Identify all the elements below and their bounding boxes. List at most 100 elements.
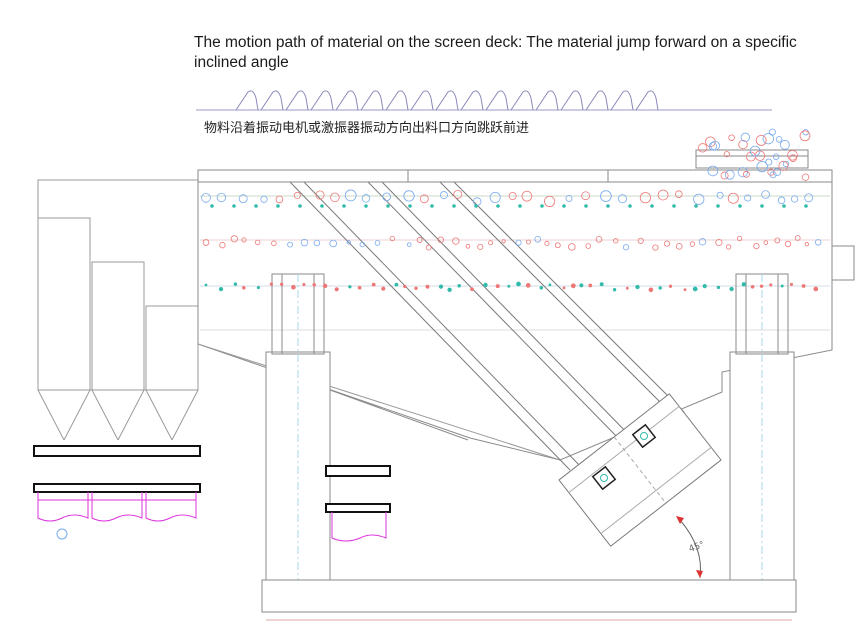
material-particles bbox=[201, 128, 822, 293]
material-particle bbox=[562, 204, 566, 208]
caption-english: The motion path of material on the scree… bbox=[194, 34, 797, 71]
material-particle bbox=[430, 204, 434, 208]
material-particle bbox=[769, 283, 773, 287]
material-particle bbox=[723, 151, 730, 158]
material-particle bbox=[599, 282, 604, 287]
feed-inlet bbox=[695, 149, 809, 169]
material-particle bbox=[472, 197, 482, 206]
support-legs bbox=[265, 273, 795, 581]
material-particle bbox=[201, 193, 211, 203]
material-particle bbox=[210, 204, 214, 208]
material-particle bbox=[425, 244, 432, 251]
material-particle bbox=[276, 204, 280, 208]
material-particle bbox=[804, 242, 809, 247]
material-particle bbox=[715, 238, 723, 247]
middle-outlet bbox=[325, 465, 391, 542]
material-particle bbox=[570, 283, 576, 289]
material-particle bbox=[639, 192, 651, 204]
vibration-motor bbox=[558, 393, 722, 547]
material-particle bbox=[741, 282, 746, 287]
material-particle bbox=[256, 286, 260, 290]
material-particle bbox=[635, 284, 640, 290]
material-particle bbox=[548, 283, 552, 287]
material-particle bbox=[698, 143, 708, 153]
material-particle bbox=[600, 190, 612, 202]
material-particle bbox=[495, 284, 500, 289]
material-particle bbox=[716, 191, 724, 199]
material-particle bbox=[756, 160, 768, 173]
material-particle bbox=[668, 284, 673, 288]
material-particle bbox=[772, 153, 780, 160]
material-particle bbox=[452, 237, 460, 245]
material-particle bbox=[789, 282, 794, 286]
material-particle bbox=[474, 204, 478, 208]
hood-box-1 bbox=[37, 217, 91, 391]
material-particle bbox=[554, 242, 561, 249]
material-particle bbox=[437, 236, 444, 243]
material-particle bbox=[595, 235, 603, 243]
material-particle bbox=[740, 132, 750, 142]
material-particle bbox=[658, 286, 662, 290]
angle-label: 45° bbox=[688, 540, 706, 555]
material-particle bbox=[359, 241, 366, 248]
material-particle bbox=[657, 189, 669, 201]
material-particle bbox=[637, 237, 644, 244]
material-particle bbox=[585, 243, 592, 249]
material-particle bbox=[374, 240, 381, 246]
material-particle bbox=[238, 194, 248, 204]
material-particle bbox=[761, 190, 770, 199]
material-particle bbox=[780, 284, 784, 288]
material-particle bbox=[692, 286, 698, 292]
material-particle bbox=[753, 242, 760, 250]
material-particle bbox=[501, 239, 506, 244]
material-particle bbox=[802, 129, 809, 136]
material-particle bbox=[790, 195, 799, 203]
material-particle bbox=[232, 204, 236, 208]
material-particle bbox=[516, 281, 521, 287]
material-particle bbox=[799, 130, 811, 142]
motion-path bbox=[196, 90, 772, 111]
material-particle bbox=[540, 204, 544, 208]
material-particle bbox=[439, 191, 448, 200]
material-particle bbox=[255, 239, 261, 246]
material-particle bbox=[394, 282, 399, 287]
material-particle bbox=[579, 283, 584, 288]
jump-arcs bbox=[235, 90, 659, 111]
material-particle bbox=[371, 282, 376, 287]
material-particle bbox=[768, 128, 776, 136]
dust-hood bbox=[37, 179, 199, 441]
material-particle bbox=[313, 239, 321, 247]
jump-arc-series bbox=[235, 90, 659, 111]
material-particle bbox=[425, 284, 430, 289]
material-particle bbox=[769, 171, 777, 179]
material-particle bbox=[346, 240, 351, 245]
material-particle bbox=[801, 173, 810, 181]
material-particle bbox=[737, 167, 748, 178]
material-particle bbox=[782, 160, 790, 168]
material-particle bbox=[280, 282, 284, 286]
hood-box-3 bbox=[145, 305, 199, 391]
material-particle bbox=[562, 286, 566, 290]
material-particle bbox=[389, 235, 395, 242]
material-particle bbox=[814, 239, 822, 246]
material-particle bbox=[453, 189, 463, 199]
material-particle bbox=[544, 195, 556, 207]
middle-flange-top bbox=[325, 465, 391, 477]
material-particle bbox=[763, 240, 769, 245]
material-particle bbox=[447, 287, 452, 292]
screen-body bbox=[197, 149, 855, 461]
material-particle bbox=[260, 195, 268, 203]
material-particle bbox=[648, 287, 654, 293]
material-particle bbox=[406, 242, 412, 247]
material-particle bbox=[749, 145, 761, 157]
middle-flange-bottom bbox=[325, 503, 391, 513]
material-particle bbox=[801, 284, 806, 288]
material-particle bbox=[496, 204, 500, 208]
material-particle bbox=[787, 149, 798, 161]
material-particle bbox=[729, 286, 734, 292]
material-particle bbox=[408, 204, 412, 208]
material-particle bbox=[652, 244, 659, 251]
material-particle bbox=[361, 194, 371, 203]
material-particle bbox=[675, 242, 683, 250]
